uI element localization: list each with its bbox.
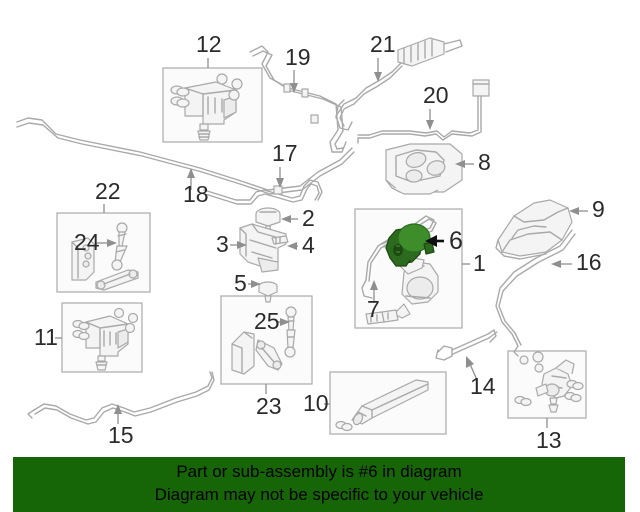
leader-3: [230, 241, 247, 249]
part-23-group-contents: [231, 306, 297, 375]
callout-label-25: 25: [254, 308, 280, 334]
callout-label-20: 20: [423, 82, 449, 108]
callout-label-8: 8: [478, 149, 491, 175]
leader-8: [455, 160, 474, 168]
leader-25: [277, 318, 290, 326]
callout-label-22: 22: [95, 178, 121, 204]
callout-label-9: 9: [592, 196, 605, 222]
part-20-tube: [357, 79, 490, 144]
footer-note-line-2: Diagram may not be specific to your vehi…: [154, 485, 484, 504]
part-14-pipe: [435, 329, 498, 361]
callout-label-2: 2: [302, 205, 315, 231]
part-cluster-2-3-4-5: [239, 207, 289, 303]
callout-label-15: 15: [108, 422, 134, 448]
callout-label-1: 1: [473, 250, 486, 276]
part-11-module: [72, 307, 139, 371]
callout-label-17: 17: [272, 140, 298, 166]
callout-label-13: 13: [536, 427, 562, 453]
leader-6: [425, 235, 444, 247]
leader-17: [276, 167, 284, 188]
callout-label-14: 14: [470, 373, 496, 399]
callout-label-19: 19: [285, 44, 311, 70]
leader-4: [287, 242, 298, 250]
footer-note-banner: Part or sub-assembly is #6 in diagram Di…: [13, 457, 625, 512]
leader-5: [248, 280, 261, 288]
leader-18: [187, 168, 195, 190]
leader-21: [374, 58, 382, 82]
callout-label-18: 18: [183, 181, 209, 207]
leader-24: [96, 239, 117, 247]
callout-label-7: 7: [367, 296, 380, 322]
part-10-rail: [335, 379, 429, 432]
leader-15: [114, 404, 122, 424]
leader-20: [426, 109, 434, 130]
leader-16: [551, 260, 572, 268]
part-12-module: [170, 73, 243, 141]
leader-14: [466, 356, 478, 381]
callout-label-21: 21: [370, 31, 396, 57]
leader-19: [290, 70, 298, 93]
part-25-link-top: [285, 306, 297, 318]
part-19-pipe: [249, 45, 347, 153]
part-3-bracket: [239, 223, 287, 269]
part-9-cover: [495, 199, 573, 260]
part-18-hose: [16, 117, 355, 195]
callout-label-10: 10: [303, 390, 329, 416]
leader-7: [370, 280, 378, 303]
part-16-cable: [495, 229, 576, 357]
callout-label-3: 3: [216, 231, 229, 257]
callout-label-24: 24: [74, 229, 100, 255]
part-22-group-contents: [71, 222, 139, 291]
part-1-housing: [365, 257, 439, 325]
callout-label-6: 6: [449, 227, 463, 255]
part-13-latch: [514, 351, 584, 413]
callout-label-11: 11: [34, 324, 58, 350]
part-15-hose: [27, 371, 215, 425]
callout-label-12: 12: [196, 31, 222, 57]
callout-label-4: 4: [302, 232, 315, 258]
leader-2: [281, 215, 298, 223]
callout-label-5: 5: [234, 270, 247, 296]
leader-9: [569, 207, 588, 215]
part-21-damper: [335, 37, 463, 131]
part-17-pipe: [203, 179, 323, 205]
group-1-contents: [361, 215, 439, 325]
callout-label-23: 23: [256, 393, 282, 419]
callout-label-16: 16: [576, 249, 602, 275]
part-8-housing: [385, 143, 463, 195]
footer-note-line-1: Part or sub-assembly is #6 in diagram: [176, 462, 462, 481]
